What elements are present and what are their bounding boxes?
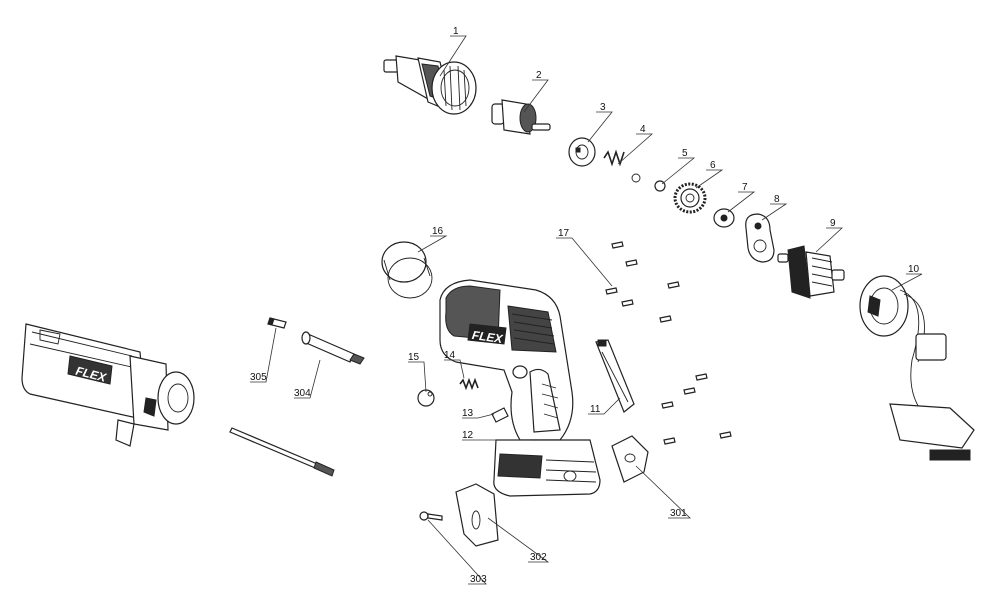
callout-1: 1 (453, 26, 459, 37)
callout-9: 9 (830, 218, 836, 229)
part-8-bracket (745, 213, 775, 263)
part-16-collar (381, 241, 433, 299)
callout-6: 6 (710, 160, 716, 171)
part-303-screw (419, 511, 443, 521)
callout-304: 304 (294, 388, 311, 399)
callout-labels: 1 2 3 4 5 6 7 8 9 10 11 12 13 14 15 16 1… (250, 26, 920, 585)
callout-4: 4 (640, 124, 646, 135)
part-12-main-housing: FLEX (439, 279, 601, 497)
part-17-screws (605, 241, 732, 445)
part-14-spring (459, 377, 479, 391)
collated-screw-attachment: FLEX (21, 323, 195, 447)
callout-7: 7 (742, 182, 748, 193)
callout-3: 3 (600, 102, 606, 113)
part-9-armature (777, 245, 845, 299)
part-301-clip-block (611, 435, 649, 483)
part-2-spindle (491, 99, 551, 135)
callout-13: 13 (462, 408, 474, 419)
flex-logo: FLEX (471, 328, 504, 346)
callout-302: 302 (530, 552, 547, 563)
leader-lines (250, 35, 923, 585)
callout-5: 5 (682, 148, 688, 159)
callout-16: 16 (432, 226, 444, 237)
callout-305: 305 (250, 372, 267, 383)
part-13-switch-lever (491, 407, 509, 423)
callout-301: 301 (670, 508, 687, 519)
part-10-motor-electronics (859, 275, 975, 461)
callout-11: 11 (590, 404, 601, 415)
part-15-knob (417, 389, 435, 407)
callout-2: 2 (536, 70, 542, 81)
part-11-handle-cover (595, 339, 635, 413)
part-304-bit-holder (301, 331, 365, 365)
part-6-gear (673, 182, 707, 214)
part-7-disc (713, 208, 735, 228)
part-4-spring (603, 149, 641, 183)
callout-8: 8 (774, 194, 780, 205)
callout-10: 10 (908, 264, 920, 275)
part-305-pin (267, 317, 287, 329)
callout-303: 303 (470, 574, 487, 585)
callout-15: 15 (408, 352, 420, 363)
part-3-ring (568, 137, 596, 167)
part-302-belt-hook (455, 483, 499, 547)
callout-12: 12 (462, 430, 474, 441)
callout-14: 14 (444, 350, 456, 361)
long-driver-bit (229, 427, 335, 477)
part-1-chuck-assembly (383, 55, 477, 115)
callout-17: 17 (558, 228, 570, 239)
